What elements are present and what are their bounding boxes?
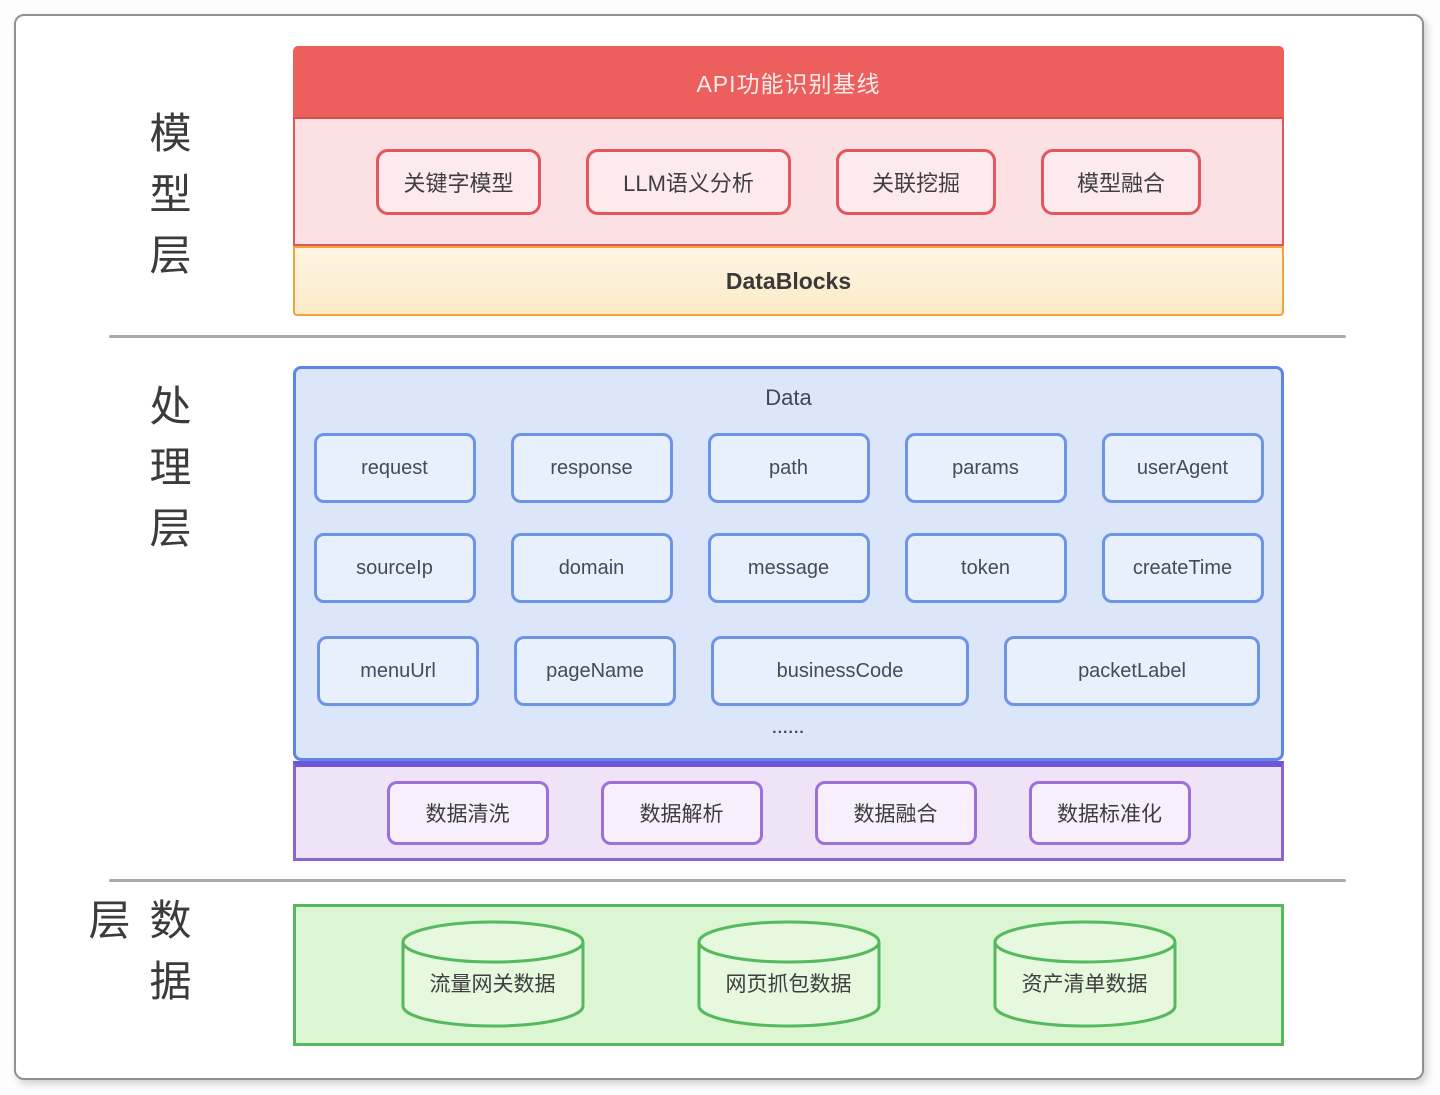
database-label: 资产清单数据 xyxy=(1021,973,1148,996)
field-chip-packetlabel: packetLabel xyxy=(1004,636,1260,706)
field-chip-path: path xyxy=(707,433,870,503)
field-chip-message: message xyxy=(707,533,870,603)
model-box-keyword: 关键字模型 xyxy=(376,148,541,215)
layer-label-data: 数据层 xyxy=(83,898,191,1020)
processing-container: Data request response path params userAg… xyxy=(293,366,1284,761)
step-parsing: 数据解析 xyxy=(600,780,763,845)
field-row-2: sourceIp domain message token createTime xyxy=(296,533,1281,603)
field-chip-pagename: pageName xyxy=(514,636,676,706)
section-divider xyxy=(109,879,1346,882)
field-chip-token: token xyxy=(904,533,1067,603)
field-chip-menuurl: menuUrl xyxy=(317,636,479,706)
field-chip-response: response xyxy=(510,433,673,503)
field-chip-useragent: userAgent xyxy=(1101,433,1264,503)
field-chip-params: params xyxy=(904,433,1067,503)
database-gateway: 流量网关数据 xyxy=(400,920,586,1030)
field-chip-domain: domain xyxy=(510,533,673,603)
section-divider xyxy=(109,335,1346,338)
field-chip-businesscode: businessCode xyxy=(711,636,969,706)
database-label: 网页抓包数据 xyxy=(725,973,852,996)
database-cylinder-icon xyxy=(697,920,880,1028)
processing-steps-bar: 数据清洗 数据解析 数据融合 数据标准化 xyxy=(293,761,1284,861)
data-title: Data xyxy=(765,385,812,410)
database-cylinder-icon xyxy=(993,920,1176,1028)
data-sources-container: 流量网关数据 网页抓包数据 资产清单数据 xyxy=(293,904,1284,1046)
field-row-3: menuUrl pageName businessCode packetLabe… xyxy=(296,636,1281,706)
step-standardization: 数据标准化 xyxy=(1028,780,1191,845)
field-chip-request: request xyxy=(313,433,476,503)
database-label: 流量网关数据 xyxy=(429,973,556,996)
database-assets: 资产清单数据 xyxy=(992,920,1178,1030)
more-fields-ellipsis: ...... xyxy=(772,720,805,737)
layer-label-model: 模型层 xyxy=(144,111,191,294)
architecture-card: 模型层 处理层 数据层 API功能识别基线 关键字模型 LLM语义分析 关联挖掘… xyxy=(14,14,1424,1080)
field-row-1: request response path params userAgent xyxy=(296,433,1281,503)
step-cleaning: 数据清洗 xyxy=(386,780,549,845)
model-box-llm: LLM语义分析 xyxy=(586,148,791,215)
field-chip-createtime: createTime xyxy=(1101,533,1264,603)
api-baseline-header: API功能识别基线 xyxy=(293,46,1284,119)
database-webcapture: 网页抓包数据 xyxy=(696,920,882,1030)
database-cylinder-icon xyxy=(401,920,584,1028)
layer-label-processing: 处理层 xyxy=(144,384,191,567)
model-box-mining: 关联挖掘 xyxy=(836,148,996,215)
field-chip-sourceip: sourceIp xyxy=(313,533,476,603)
datablocks-bar: DataBlocks xyxy=(293,246,1284,316)
model-boxes-row: 关键字模型 LLM语义分析 关联挖掘 模型融合 xyxy=(293,119,1284,246)
model-box-fusion: 模型融合 xyxy=(1041,148,1201,215)
step-fusion: 数据融合 xyxy=(814,780,977,845)
